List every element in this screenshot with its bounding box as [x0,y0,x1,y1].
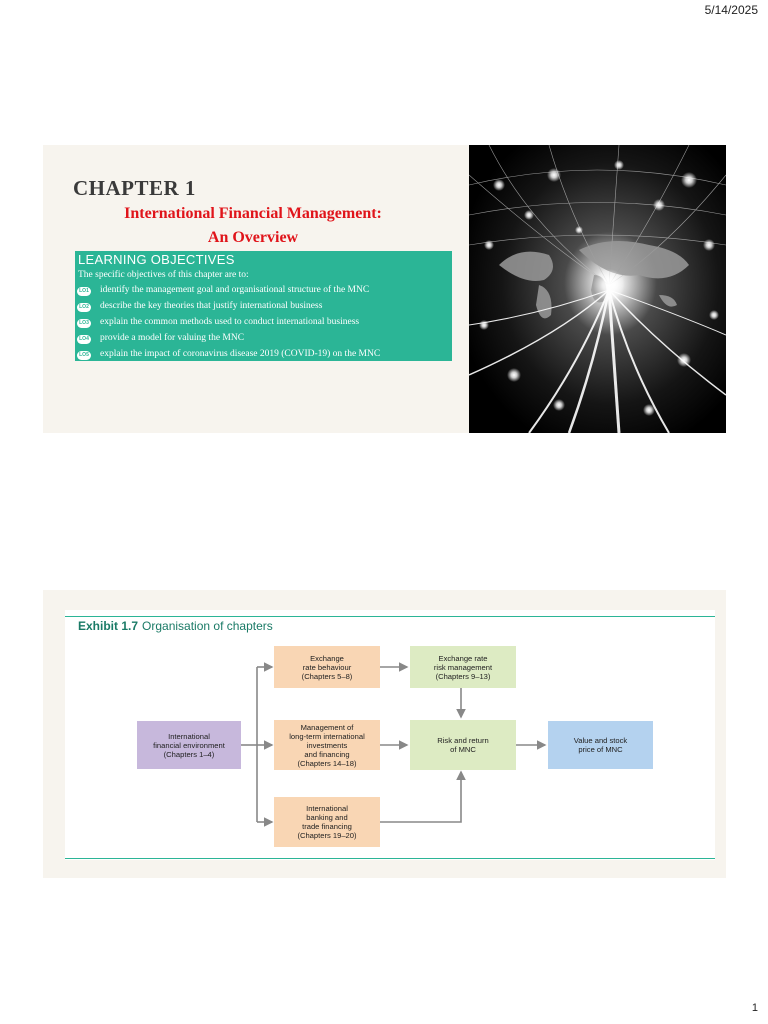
learning-objective-item: LO5 explain the impact of coronavirus di… [75,349,452,363]
learning-objective-item: LO4 provide a model for valuing the MNC [75,333,452,347]
box-banking-trade-financing: International banking and trade financin… [274,797,380,847]
learning-objective-item: LO2 describe the key theories that justi… [75,301,452,315]
lo-badge-icon: LO1 [77,287,91,296]
exhibit-top-rule [65,616,715,617]
box-long-term-investments: Management of long-term international in… [274,720,380,770]
exhibit-caption: Organisation of chapters [142,619,273,633]
box-international-environment: International financial environment (Cha… [137,721,241,769]
chapter-subtitle-line2: An Overview [207,229,299,246]
learning-objectives-intro: The specific objectives of this chapter … [78,270,249,280]
lo-badge-icon: LO5 [77,351,91,360]
learning-objective-text: provide a model for valuing the MNC [100,333,245,343]
learning-objective-item: LO3 explain the common methods used to c… [75,317,452,331]
chapter-subtitle-line1: International Financial Management: [124,205,382,222]
learning-objectives-box: LEARNING OBJECTIVES The specific objecti… [75,251,452,361]
header-date: 5/14/2025 [704,3,758,17]
lo-badge-icon: LO2 [77,303,91,312]
chapter-title: CHAPTER 1 [73,176,196,200]
lo-badge-icon: LO4 [77,335,91,344]
global-network-image [469,145,726,433]
flowchart-arrows [241,662,547,827]
learning-objective-text: identify the management goal and organis… [100,285,370,295]
box-exchange-rate-behaviour: Exchange rate behaviour (Chapters 5–8) [274,646,380,688]
learning-objectives-heading: LEARNING OBJECTIVES [78,252,235,267]
exhibit-bottom-rule [65,858,715,859]
slide-chapter-title: CHAPTER 1 International Financial Manage… [43,145,726,433]
learning-objective-text: describe the key theories that justify i… [100,301,323,311]
box-risk-return: Risk and return of MNC [410,720,516,770]
learning-objective-item: LO1 identify the management goal and org… [75,285,452,299]
learning-objective-text: explain the common methods used to condu… [100,317,360,327]
box-value-stock-price: Value and stock price of MNC [548,721,653,769]
global-network-illustration [469,145,726,433]
exhibit-number: Exhibit 1.7 [78,619,139,633]
lo-badge-icon: LO3 [77,319,91,328]
page-number: 1 [751,1002,758,1014]
box-exchange-rate-risk: Exchange rate risk management (Chapters … [410,646,516,688]
learning-objective-text: explain the impact of coronavirus diseas… [100,349,381,359]
